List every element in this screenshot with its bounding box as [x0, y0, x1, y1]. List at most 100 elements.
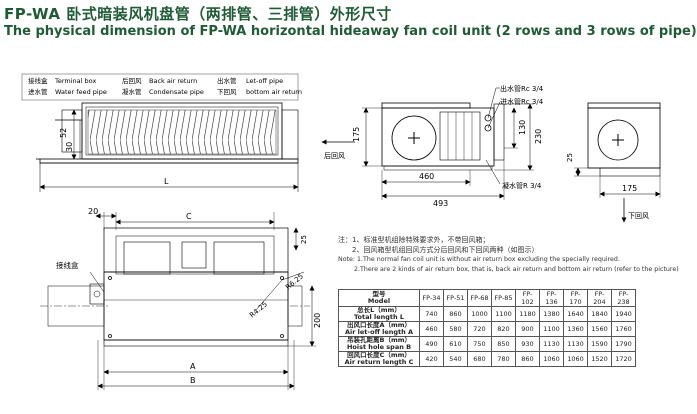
table-cell: 860 [443, 306, 468, 322]
legend-cn-3: 进水管 [28, 87, 48, 96]
dim-200: 200 [313, 313, 322, 328]
legend-cn-0: 接线盒 [28, 76, 48, 85]
table-cell: 850 [491, 336, 516, 352]
row-label: 回风口长度C（mm）Air return length C [338, 351, 420, 367]
table-cell: 1720 [611, 351, 636, 367]
model-name: FP-170 [563, 289, 588, 307]
legend-en-5: bottom air return [246, 88, 302, 96]
dim-230: 230 [534, 129, 543, 144]
table-cell: 460 [419, 321, 444, 337]
note-en-1: Note: 1.The normal fan coil unit is with… [338, 256, 620, 263]
legend-en-2: Let-off pipe [246, 77, 283, 85]
table-cell: 1060 [539, 351, 564, 367]
row-label: 总长L（mm）Total length L [338, 306, 420, 322]
model-name: FP-238 [611, 289, 636, 307]
legend-cn-2: 出水管 [217, 76, 237, 85]
legend-cn-5: 下回风 [217, 88, 237, 96]
plan-view [40, 212, 316, 390]
table-row: 总长L（mm）Total length L 740 860 1000 1100 … [338, 306, 636, 322]
legend-cn-1: 后回风 [122, 76, 142, 85]
table-cell: 490 [419, 336, 444, 352]
legend-en-1: Back air return [149, 77, 197, 85]
note-cn-1: 注：1、标准型机组除特殊要求外，不带回风箱； [338, 236, 490, 244]
table-row: 回风口长度C（mm）Air return length C 420 540 68… [338, 351, 636, 367]
dim-130: 130 [518, 120, 527, 135]
table-cell: 1520 [587, 351, 612, 367]
dim-30: 30 [65, 142, 74, 152]
table-cell: 1380 [539, 306, 564, 322]
back-return-label: 后回风 [324, 151, 345, 160]
table-cell: 930 [515, 336, 540, 352]
model-name: FP-51 [443, 289, 468, 307]
model-name: FP-204 [587, 289, 612, 307]
model-name: FP-102 [515, 289, 540, 307]
inlet-pipe-label: 进水管Rc 3/4 [500, 97, 544, 106]
table-cell: 1940 [611, 306, 636, 322]
table-cell: 860 [515, 351, 540, 367]
dim-L: L [164, 177, 169, 186]
dim-R425: R4.25 [248, 300, 269, 319]
table-cell: 900 [515, 321, 540, 337]
table-cell: 680 [467, 351, 492, 367]
table-cell: 610 [443, 336, 468, 352]
bottom-return-view [574, 102, 661, 223]
dim-493: 493 [433, 199, 448, 208]
table-cell: 540 [443, 351, 468, 367]
row-label: 出风口长度A（mm）Air let-off length A [338, 321, 420, 337]
table-cell: 1180 [515, 306, 540, 322]
dim-C: C [186, 212, 192, 221]
table-cell: 1130 [539, 336, 564, 352]
dim-B: B [190, 376, 196, 385]
table-cell: 750 [467, 336, 492, 352]
dim-A: A [190, 362, 196, 371]
model-name: FP-34 [419, 289, 444, 307]
legend-en-3: Water feed pipe [55, 88, 107, 96]
table-cell: 740 [419, 306, 444, 322]
table-row: 吊装孔距离B（mm）Hoist hole span B 490 610 750 … [338, 336, 636, 352]
row-label: 吊装孔距离B（mm）Hoist hole span B [338, 336, 420, 352]
table-cell: 820 [491, 321, 516, 337]
table-cell: 1360 [563, 321, 588, 337]
dim-25: 25 [566, 153, 574, 162]
table-cell: 1760 [611, 321, 636, 337]
outlet-pipe-label: 出水管Rc 3/4 [500, 84, 544, 93]
dim-52: 52 [59, 128, 68, 138]
table-cell: 1100 [491, 306, 516, 322]
table-cell: 1000 [467, 306, 492, 322]
dim-20: 20 [88, 207, 98, 216]
notes: 注：1、标准型机组除特殊要求外，不带回风箱； 2、回风箱型机组回风方式分后回风和… [338, 235, 679, 275]
model-name: FP-85 [491, 289, 516, 307]
table-cell: 1060 [563, 351, 588, 367]
table-cell: 1640 [563, 306, 588, 322]
table-cell: 720 [467, 321, 492, 337]
dim-175-bottom: 175 [622, 184, 637, 193]
table-cell: 1840 [587, 306, 612, 322]
title-english: The physical dimension of FP-WA horizont… [4, 24, 697, 39]
table-cell: 1790 [611, 336, 636, 352]
side-view [321, 87, 534, 200]
table-row: 出风口长度A（mm）Air let-off length A 460 580 7… [338, 321, 636, 337]
drain-pipe-label: 凝水管R 3/4 [502, 181, 542, 190]
bottom-return-label: 下回风 [628, 212, 649, 220]
legend-cn-4: 凝水管 [122, 87, 142, 96]
legend-en-4: Condensate pipe [149, 88, 204, 96]
terminal-box-label: 接线盒 [56, 260, 79, 270]
front-view [36, 102, 299, 192]
dim-175: 175 [352, 127, 361, 142]
note-cn-2: 2、回风箱型机组回风方式分后回风和下回风两种（如图示） [352, 246, 539, 254]
table-cell: 1130 [563, 336, 588, 352]
model-name: FP-136 [539, 289, 564, 307]
title-chinese: FP-WA 卧式暗装风机盘管（两排管、三排管）外形尺寸 [4, 5, 392, 23]
table-cell: 780 [491, 351, 516, 367]
table-cell: 1560 [587, 321, 612, 337]
note-en-2: 2.There are 2 kinds of air return box, t… [354, 266, 679, 273]
dim-460: 460 [419, 172, 434, 181]
table-cell: 1100 [539, 321, 564, 337]
table-cell: 420 [419, 351, 444, 367]
table-cell: 1590 [587, 336, 612, 352]
legend-en-0: Terminal box [54, 77, 96, 85]
